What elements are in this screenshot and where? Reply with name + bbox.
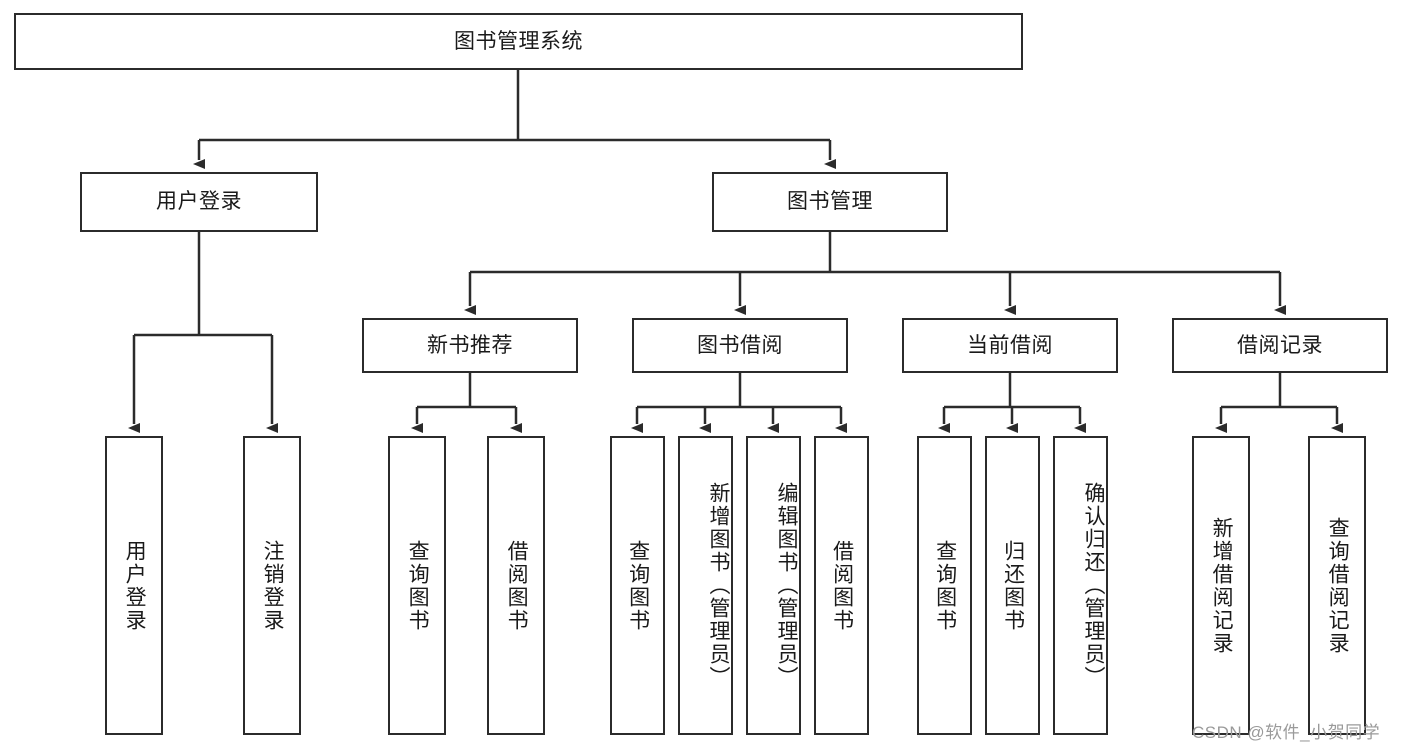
node-leaf-edit-book-admin-label: 编辑图书（管理员） [775,482,798,689]
node-user-login[interactable]: 用户登录 [80,172,318,232]
node-current-borrow[interactable]: 当前借阅 [902,318,1118,373]
node-leaf-query-book-current[interactable]: 查询图书 [917,436,972,735]
node-leaf-return-book[interactable]: 归还图书 [985,436,1040,735]
node-book-borrow[interactable]: 图书借阅 [632,318,848,373]
node-leaf-borrow-book-label: 借阅图书 [830,539,854,632]
node-leaf-confirm-return-admin-label: 确认归还（管理员） [1082,482,1105,689]
node-current-borrow-label: 当前借阅 [967,333,1053,357]
node-leaf-edit-book-admin[interactable]: 编辑图书（管理员） [746,436,801,735]
node-book-borrow-label: 图书借阅 [697,333,783,357]
node-leaf-logout-label: 注销登录 [261,539,285,632]
node-root-label: 图书管理系统 [454,29,583,53]
node-leaf-add-borrow-record-label: 新增借阅记录 [1210,516,1234,655]
node-leaf-user-login-label: 用户登录 [123,539,147,632]
node-leaf-confirm-return-admin[interactable]: 确认归还（管理员） [1053,436,1108,735]
node-leaf-query-book-recommend[interactable]: 查询图书 [388,436,446,735]
node-root[interactable]: 图书管理系统 [14,13,1023,70]
node-leaf-logout[interactable]: 注销登录 [243,436,301,735]
node-new-book-recommend[interactable]: 新书推荐 [362,318,578,373]
node-book-management-label: 图书管理 [787,190,873,214]
node-user-login-label: 用户登录 [156,190,242,214]
node-leaf-borrow-book[interactable]: 借阅图书 [814,436,869,735]
node-leaf-user-login[interactable]: 用户登录 [105,436,163,735]
node-leaf-borrow-book-recommend-label: 借阅图书 [505,539,529,632]
node-leaf-add-book-admin-label: 新增图书（管理员） [707,482,730,689]
csdn-watermark: CSDN @软件_小贺同学 [1192,723,1381,742]
node-leaf-add-borrow-record[interactable]: 新增借阅记录 [1192,436,1250,735]
node-leaf-query-book-borrow[interactable]: 查询图书 [610,436,665,735]
node-leaf-query-borrow-record[interactable]: 查询借阅记录 [1308,436,1366,735]
node-borrow-record[interactable]: 借阅记录 [1172,318,1388,373]
node-leaf-return-book-label: 归还图书 [1001,539,1025,632]
node-leaf-query-book-current-label: 查询图书 [933,539,957,632]
node-leaf-query-book-borrow-label: 查询图书 [626,539,650,632]
node-book-management[interactable]: 图书管理 [712,172,948,232]
node-leaf-query-book-recommend-label: 查询图书 [406,539,430,632]
node-leaf-add-book-admin[interactable]: 新增图书（管理员） [678,436,733,735]
node-leaf-borrow-book-recommend[interactable]: 借阅图书 [487,436,545,735]
node-leaf-query-borrow-record-label: 查询借阅记录 [1326,516,1350,655]
node-new-book-recommend-label: 新书推荐 [427,333,513,357]
node-borrow-record-label: 借阅记录 [1237,333,1323,357]
